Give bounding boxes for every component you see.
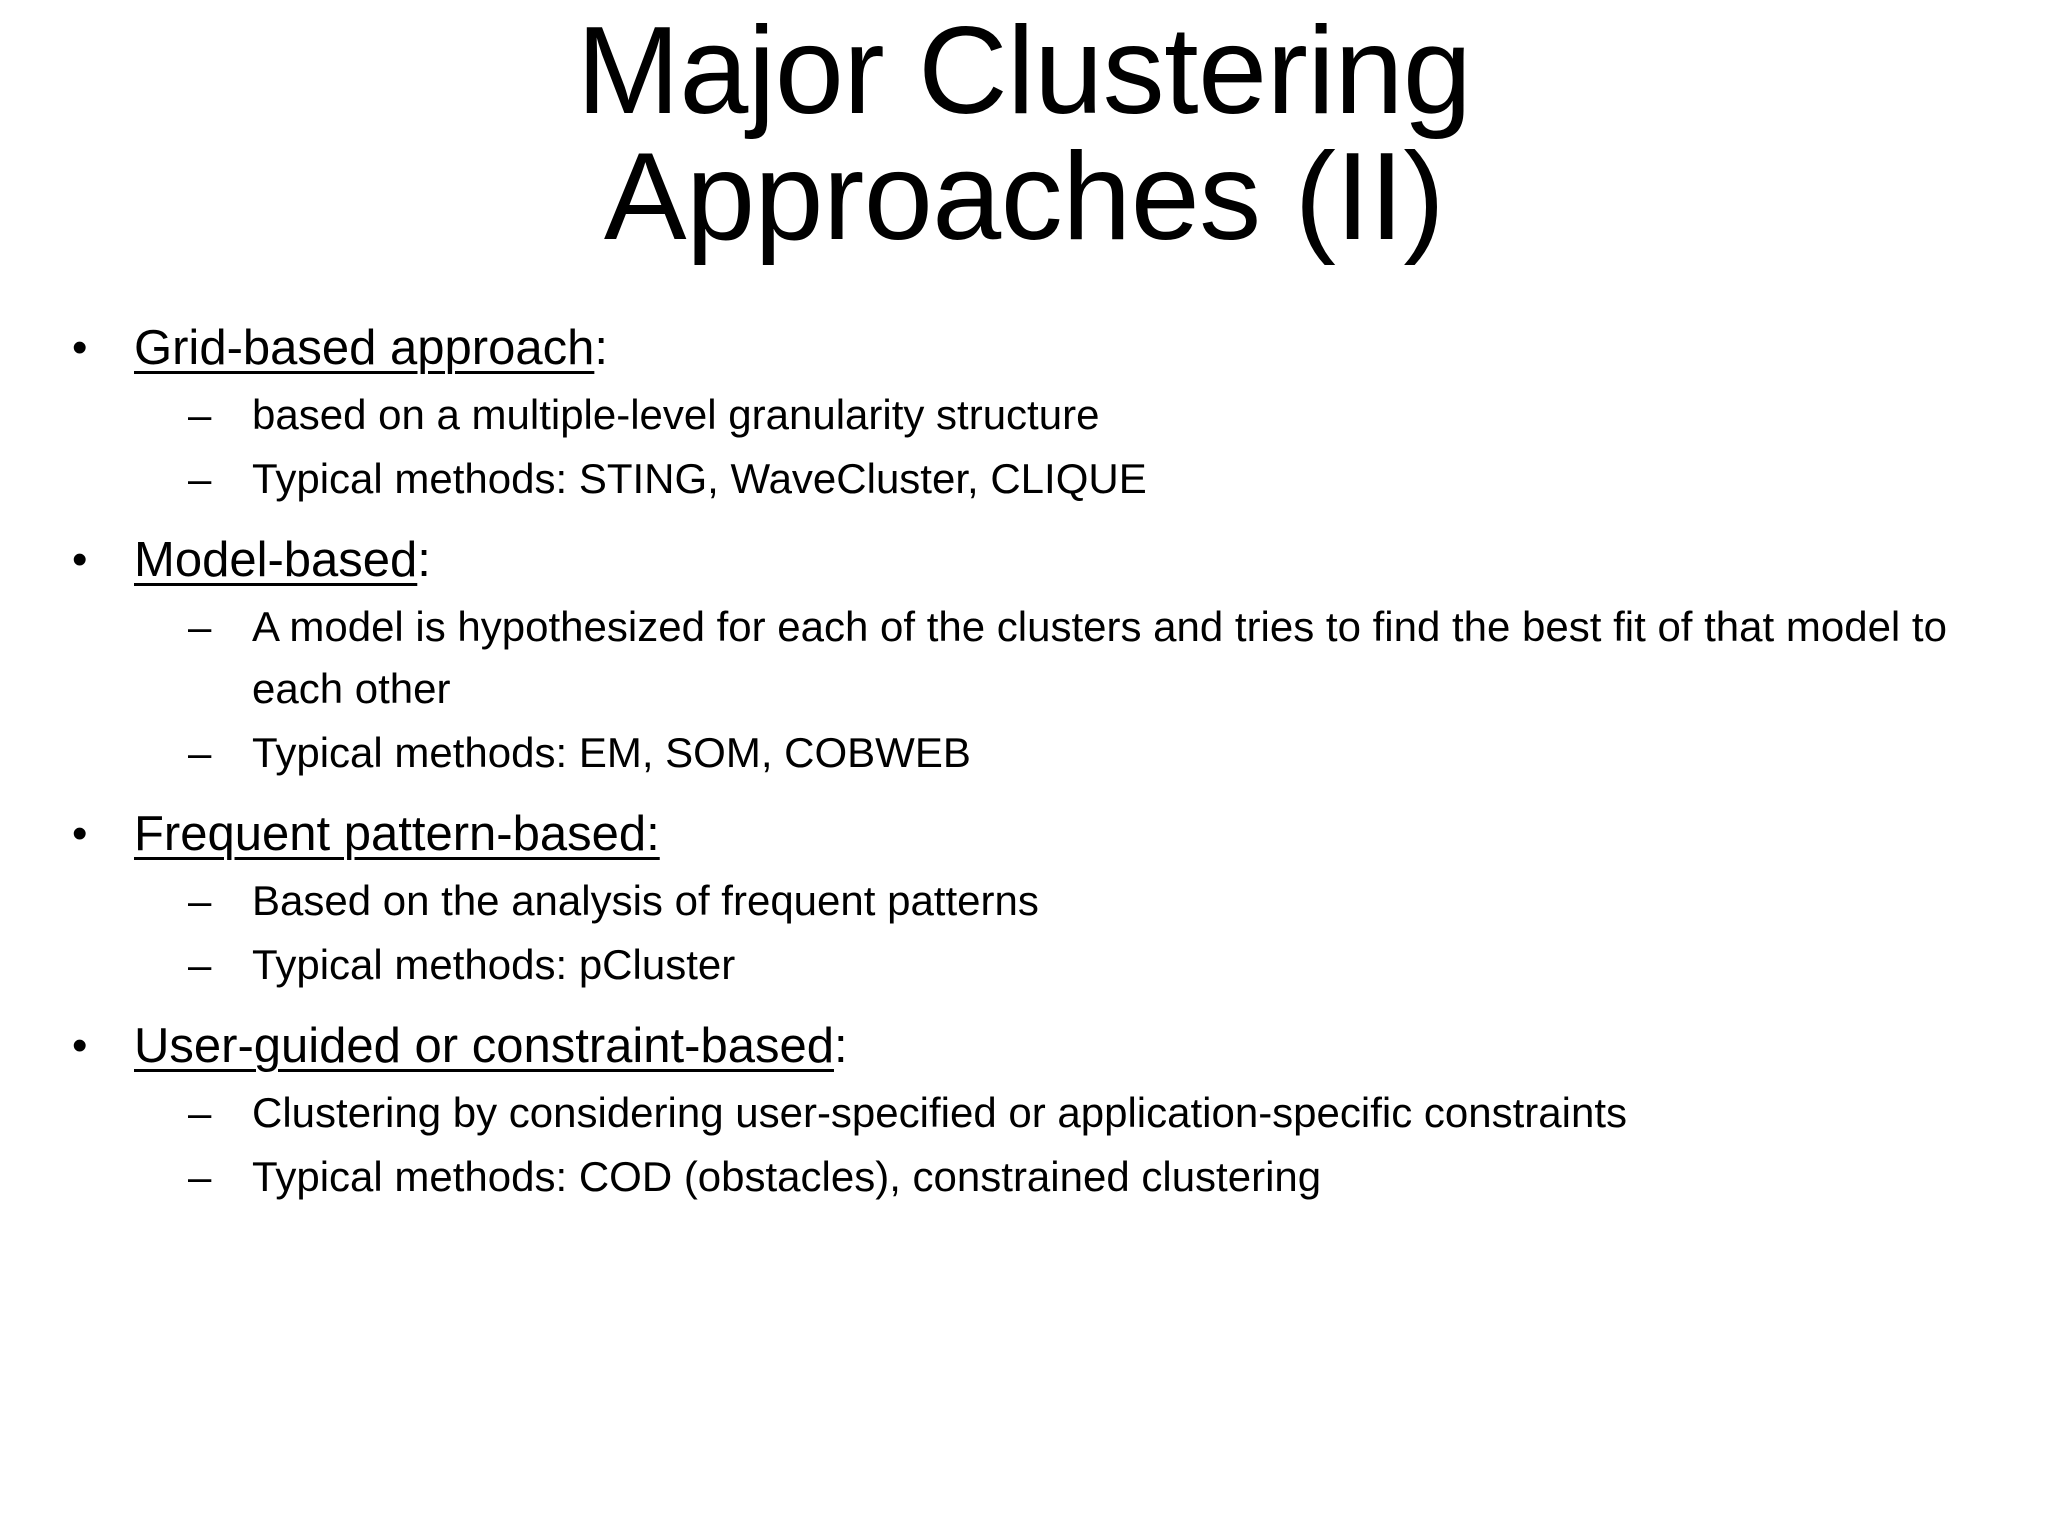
sub-bullet-item[interactable]: – A model is hypothesized for each of th… <box>58 596 2008 720</box>
dash-marker-icon: – <box>188 1089 212 1136</box>
dash-marker-icon: – <box>188 941 212 988</box>
sub-bullet-label: Typical methods: STING, WaveCluster, CLI… <box>252 455 1147 502</box>
bullet-group-model-based: • Model-based: – A model is hypothesized… <box>58 528 2008 784</box>
sub-bullet-label: Typical methods: COD (obstacles), constr… <box>252 1153 1322 1200</box>
bullet-item-grid-based[interactable]: • Grid-based approach: <box>58 316 2008 380</box>
bullet-label-frequent-pattern-based: Frequent pattern-based: <box>134 802 660 866</box>
bullet-marker-icon: • <box>72 535 88 584</box>
sub-bullet-item[interactable]: – Typical methods: COD (obstacles), cons… <box>58 1146 2008 1208</box>
sub-bullet-item[interactable]: – Typical methods: EM, SOM, COBWEB <box>58 722 2008 784</box>
sub-bullet-item[interactable]: – Based on the analysis of frequent patt… <box>58 870 2008 932</box>
sub-bullet-label: Typical methods: pCluster <box>252 941 736 988</box>
sub-bullet-label: A model is hypothesized for each of the … <box>252 603 1947 712</box>
bullet-heading-suffix: : <box>833 1019 848 1073</box>
dash-marker-icon: – <box>188 877 212 924</box>
bullet-group-frequent-pattern-based: • Frequent pattern-based: – Based on the… <box>58 802 2008 996</box>
sub-bullet-label: based on a multiple-level granularity st… <box>252 391 1100 438</box>
bullet-heading-text: User-guided or constraint-based <box>134 1019 834 1073</box>
bullet-marker-icon: • <box>72 1021 88 1070</box>
dash-marker-icon: – <box>188 603 212 650</box>
dash-marker-icon: – <box>188 455 212 502</box>
bullet-group-user-guided: • User-guided or constraint-based: – Clu… <box>58 1014 2008 1208</box>
dash-marker-icon: – <box>188 729 212 776</box>
slide-body: • Grid-based approach: – based on a mult… <box>58 316 2008 1226</box>
sub-bullet-label: Clustering by considering user-specified… <box>252 1089 1627 1136</box>
bullet-heading-suffix: : <box>417 533 431 587</box>
sub-bullet-item[interactable]: – based on a multiple-level granularity … <box>58 384 2008 446</box>
bullet-label-user-guided: User-guided or constraint-based: <box>134 1014 848 1078</box>
bullet-item-user-guided[interactable]: • User-guided or constraint-based: <box>58 1014 2008 1078</box>
sub-bullet-item[interactable]: – Typical methods: STING, WaveCluster, C… <box>58 448 2008 510</box>
bullet-item-model-based[interactable]: • Model-based: <box>58 528 2008 592</box>
dash-marker-icon: – <box>188 391 212 438</box>
sub-bullet-item[interactable]: – Clustering by considering user-specifi… <box>58 1082 2008 1144</box>
bullet-label-model-based: Model-based: <box>134 528 431 592</box>
bullet-item-frequent-pattern-based[interactable]: • Frequent pattern-based: <box>58 802 2008 866</box>
sub-bullet-label: Based on the analysis of frequent patter… <box>252 877 1039 924</box>
bullet-marker-icon: • <box>72 809 88 858</box>
bullet-heading-text: Grid-based approach <box>134 321 595 375</box>
sub-bullet-item[interactable]: – Typical methods: pCluster <box>58 934 2008 996</box>
bullet-marker-icon: • <box>72 323 88 372</box>
slide-title: Major Clustering Approaches (II) <box>576 2 1472 267</box>
bullet-heading-text: Model-based <box>134 533 418 587</box>
bullet-heading-suffix: : <box>594 321 608 375</box>
bullet-label-grid-based: Grid-based approach: <box>134 316 608 380</box>
bullet-heading-text: Frequent pattern-based: <box>134 807 660 861</box>
bullet-group-grid-based: • Grid-based approach: – based on a mult… <box>58 316 2008 510</box>
dash-marker-icon: – <box>188 1153 212 1200</box>
sub-bullet-label: Typical methods: EM, SOM, COBWEB <box>252 729 971 776</box>
